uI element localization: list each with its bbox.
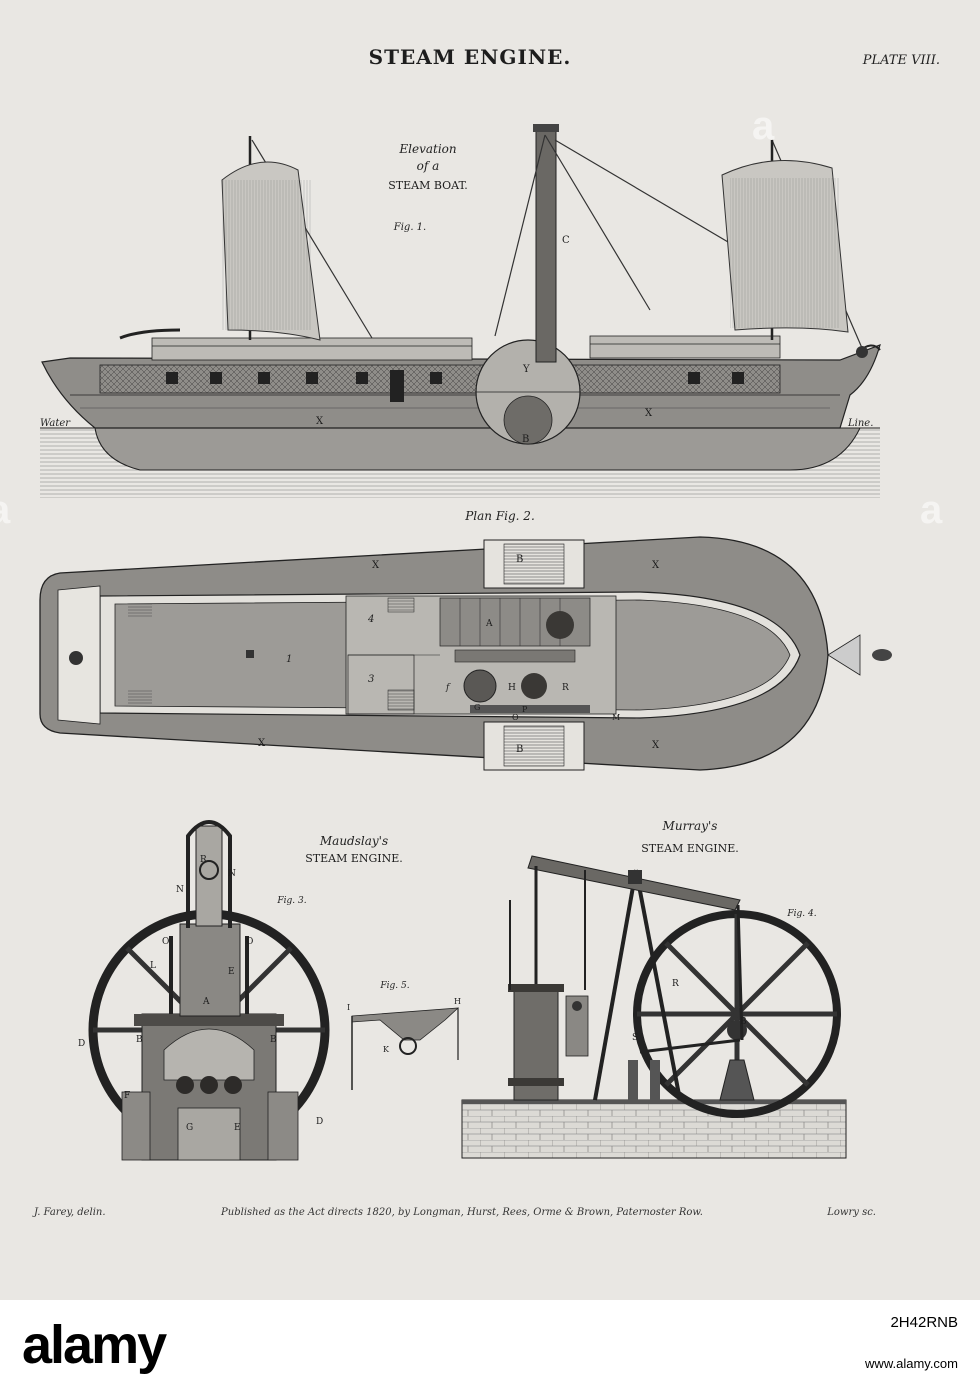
fig2-letter-o: O: [512, 713, 519, 722]
fig4-caption-line1: Murray's: [662, 819, 718, 833]
fig2-letter-x-br: X: [652, 740, 660, 751]
fig3-letter-b-left: B: [136, 1035, 143, 1045]
fig4-label: Fig. 4.: [786, 909, 816, 919]
fig1-letter-x1: X: [316, 416, 324, 427]
fig2-letter-m: M: [612, 713, 620, 722]
fig3-letter-e-top: E: [228, 967, 235, 977]
fig2-letter-a: A: [485, 619, 493, 629]
watermark-image-id: 2H42RNB: [890, 1314, 958, 1331]
fig2-letter-x-tl: X: [372, 560, 380, 571]
plate-number: PLATE VIII.: [862, 53, 940, 68]
fig3-letter-b-right: B: [270, 1035, 277, 1045]
fig1-letter-b: B: [522, 434, 529, 445]
fig2-letter-p: P: [522, 705, 528, 714]
fig3-letter-o-right: O: [246, 937, 253, 947]
footer-left-credit: J. Farey, delin.: [32, 1207, 106, 1218]
fig2-steam-boat-plan: Plan Fig. 2.: [39, 509, 892, 771]
fig2-letter-x-tr: X: [652, 560, 660, 571]
fig2-num-3: 3: [368, 674, 374, 685]
fig3-letter-l: L: [150, 961, 156, 971]
watermark-overlay: a: [0, 488, 10, 533]
fig3-label: Fig. 3.: [276, 896, 306, 906]
engraving-plate: STEAM ENGINE. PLATE VIII. Elevation of a…: [0, 0, 980, 1300]
fig1-caption-line2: of a: [417, 159, 440, 173]
watermark-logo: alamy: [22, 1315, 167, 1375]
fig4-murray-steam-engine: Murray's STEAM ENGINE. Fig. 4.: [461, 819, 847, 1159]
fig4-letter-b: B: [740, 1017, 747, 1027]
watermark-site: www.alamy.com: [865, 1356, 958, 1371]
fig3-letter-g: G: [186, 1123, 193, 1133]
stock-watermark-bar: alamy 2H42RNB www.alamy.com: [0, 1300, 980, 1390]
footer-right-credit: Lowry sc.: [826, 1207, 876, 1218]
plate-title: STEAM ENGINE.: [369, 45, 572, 69]
fig1-letter-c: C: [562, 235, 570, 246]
fig5-label: Fig. 5.: [379, 981, 409, 991]
fig2-letter-b-bot: B: [516, 744, 523, 755]
line-label: Line.: [847, 418, 873, 429]
fig3-letter-o-left: O: [162, 937, 169, 947]
fig2-caption: Plan Fig. 2.: [464, 509, 535, 523]
fig2-letter-x-bl: X: [258, 738, 266, 749]
fig1-label: Fig. 1.: [393, 222, 426, 233]
fig3-letter-f: F: [124, 1091, 130, 1101]
fig3-letter-n-right: N: [228, 869, 236, 879]
water-label: Water: [40, 418, 71, 429]
watermark-overlay: a: [752, 104, 774, 148]
fig2-letter-r: R: [562, 683, 569, 693]
fig3-letter-e-bottom: E: [234, 1123, 241, 1133]
fig3-letter-r: R: [200, 855, 207, 865]
fig1-caption-line3: STEAM BOAT.: [388, 179, 467, 192]
fig5-valve-gear: Fig. 5. I H K: [347, 981, 461, 1090]
fig3-caption-line1: Maudslay's: [319, 834, 388, 848]
fig1-letter-y: Y: [522, 364, 530, 375]
fig5-letter-k: K: [383, 1045, 390, 1054]
fig1-steam-boat-elevation: Elevation of a STEAM BOAT. Fig. 1. Water…: [40, 124, 881, 498]
footer-publication-line: Published as the Act directs 1820, by Lo…: [220, 1207, 703, 1218]
fig3-maudslay-steam-engine: Maudslay's STEAM ENGINE. Fig. 3.: [78, 820, 403, 1161]
fig4-caption-line2: STEAM ENGINE.: [641, 842, 739, 855]
plate-illustration: STEAM ENGINE. PLATE VIII. Elevation of a…: [32, 45, 940, 1218]
fig1-caption-line1: Elevation: [398, 142, 456, 156]
fig3-letter-a: A: [202, 997, 210, 1007]
fig3-letter-n-left: N: [176, 885, 184, 895]
watermark-overlay: a: [920, 488, 942, 532]
fig2-letter-f: f: [445, 683, 451, 693]
fig5-letter-h: H: [454, 997, 461, 1006]
fig3-letter-d-left: D: [78, 1039, 85, 1049]
fig5-letter-i: I: [347, 1003, 350, 1012]
fig2-letter-g: G: [474, 703, 480, 712]
fig1-letter-x2: X: [645, 408, 653, 419]
fig4-letter-r: R: [672, 979, 679, 989]
fig2-num-4: 4: [367, 614, 374, 625]
fig4-letter-s: S: [632, 1033, 638, 1043]
fig2-letter-b-top: B: [516, 554, 523, 565]
fig3-caption-line2: STEAM ENGINE.: [305, 852, 403, 865]
fig2-letter-h: H: [508, 683, 516, 693]
fig2-num-1: 1: [286, 654, 292, 665]
fig3-letter-d-right: D: [316, 1117, 323, 1127]
